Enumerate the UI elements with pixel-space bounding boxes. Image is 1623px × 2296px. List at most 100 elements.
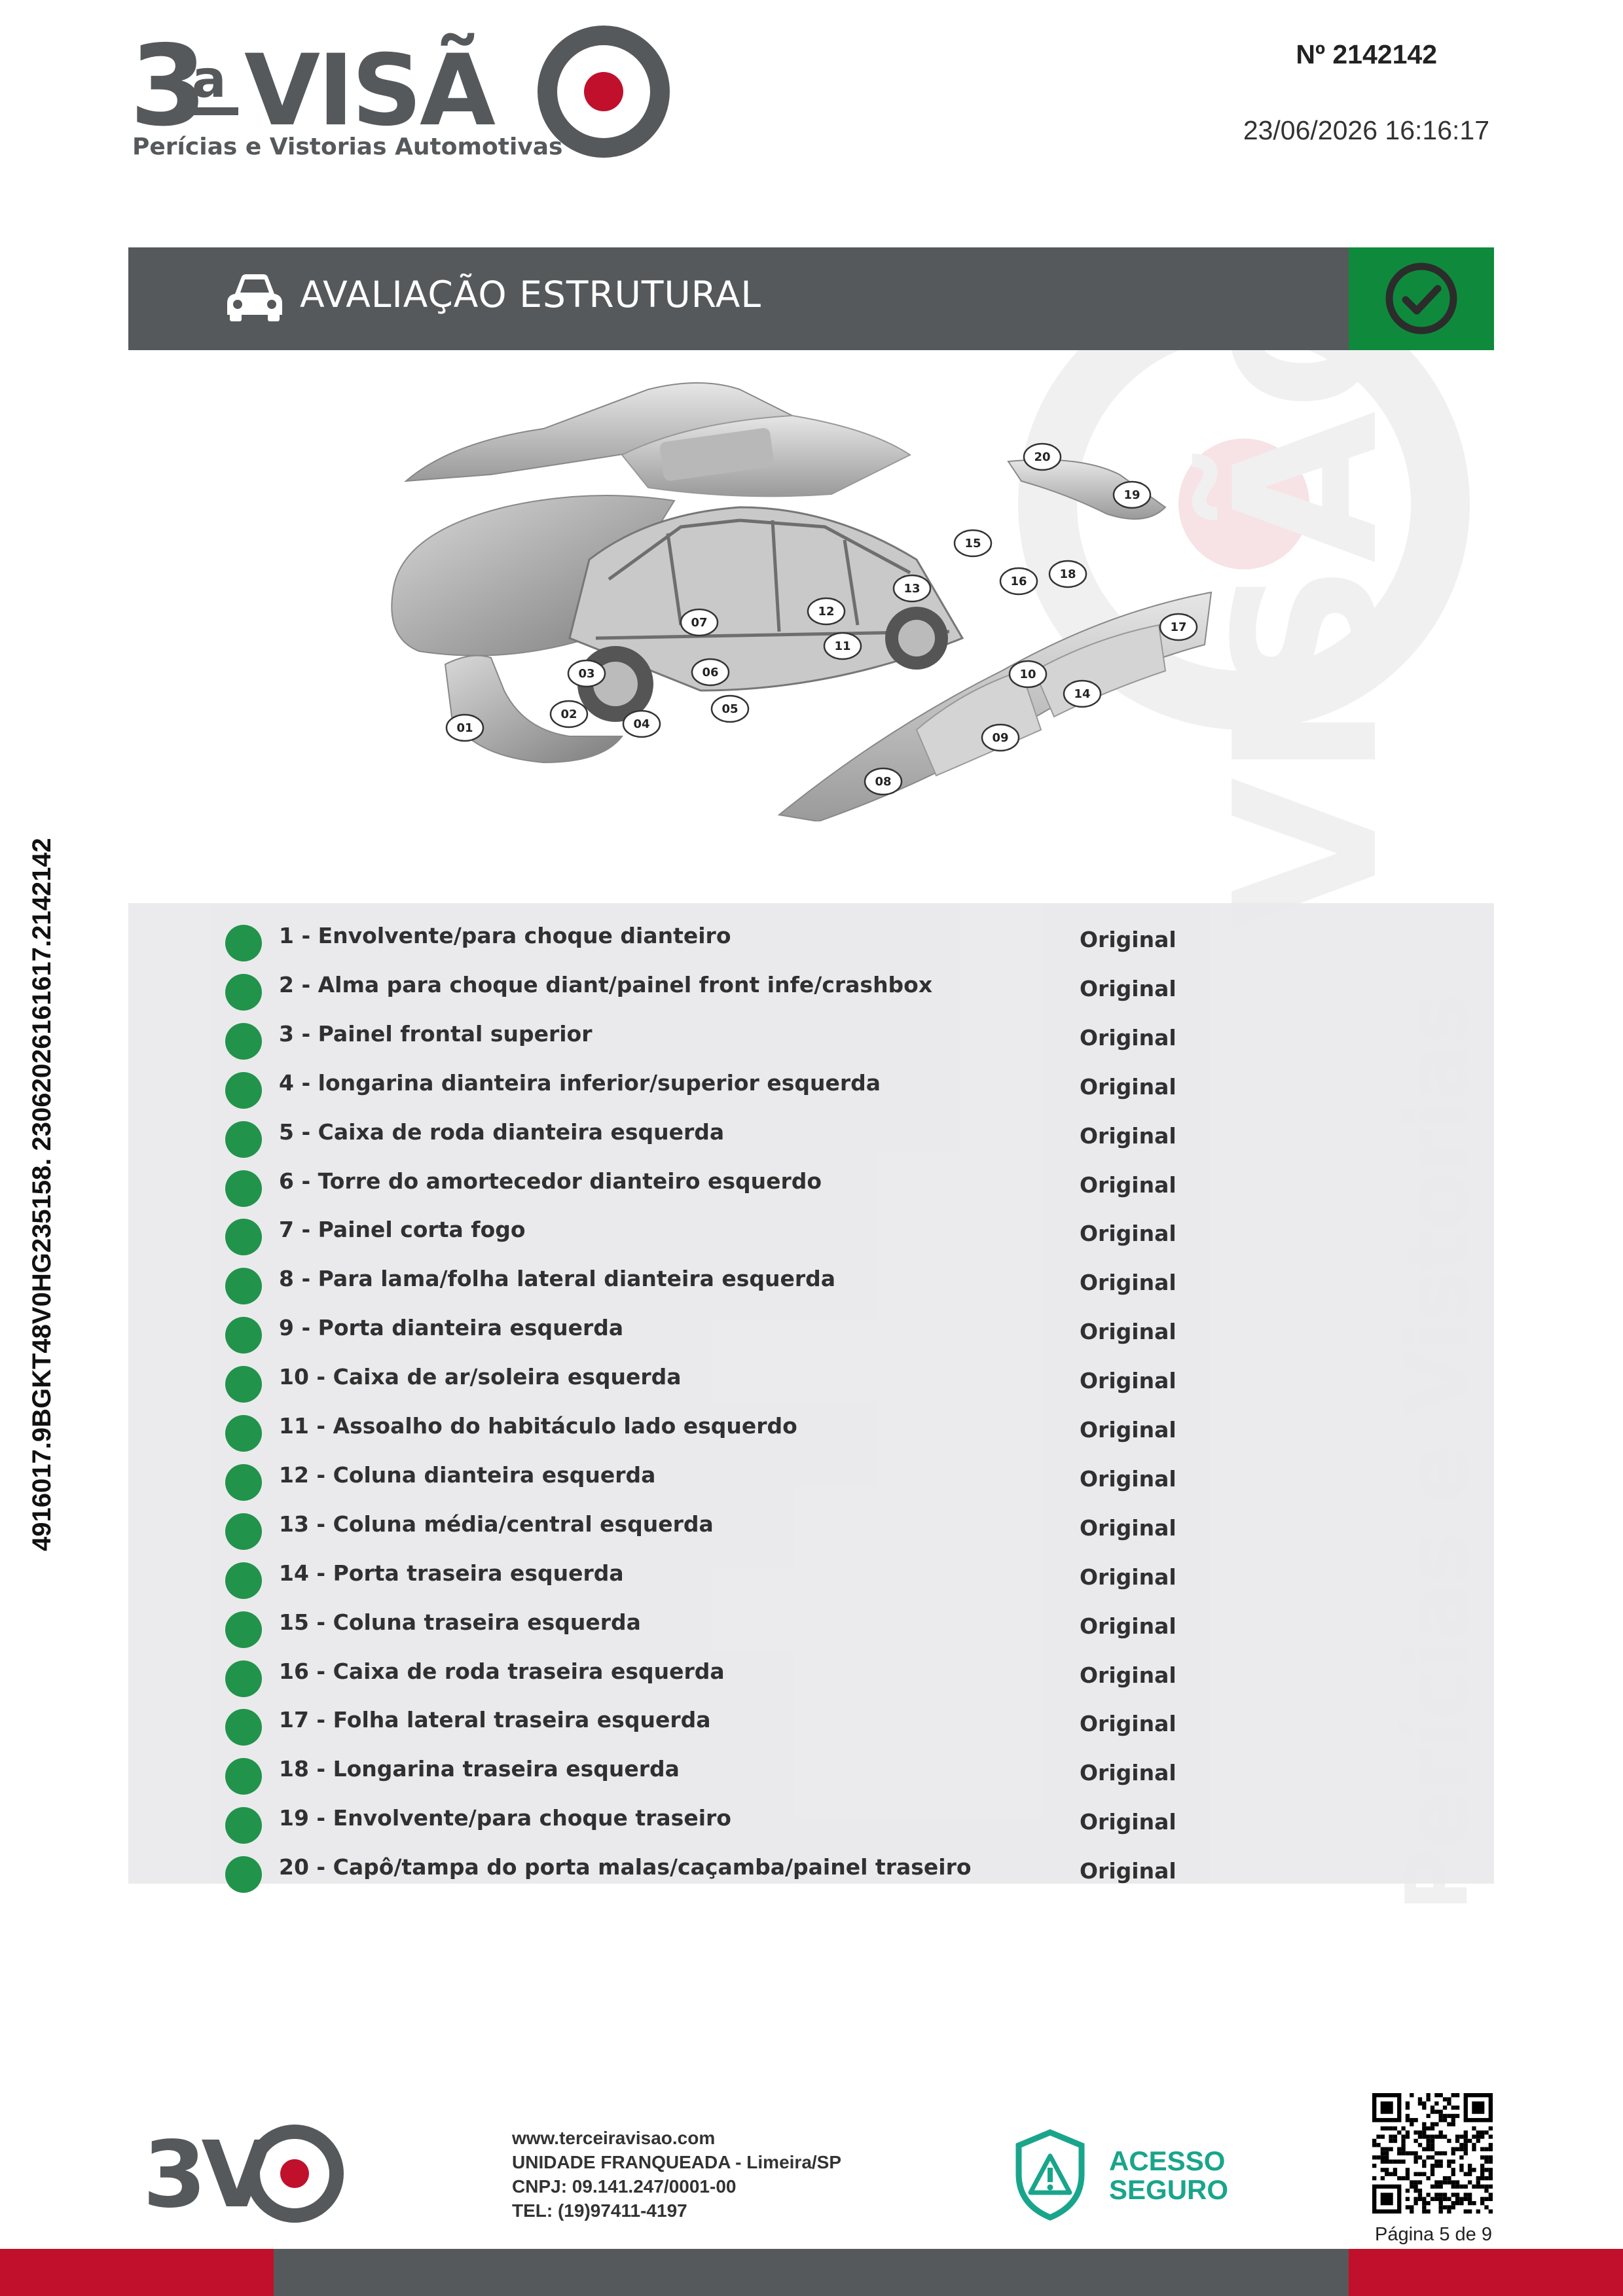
item-status: Original	[1080, 1809, 1176, 1835]
status-dot-icon	[225, 1660, 262, 1697]
side-verification-code: 4916017.9BGKT48V0HG235158. 2306202616161…	[27, 838, 56, 1551]
diagram-marker-label: 11	[834, 639, 850, 653]
diagram-marker-label: 12	[818, 605, 834, 619]
diagram-marker-label: 16	[1010, 575, 1027, 588]
diagram-marker-label: 20	[1034, 450, 1050, 464]
status-dot-icon	[225, 925, 262, 961]
status-dot-icon	[225, 1562, 262, 1599]
status-dot-icon	[225, 1513, 262, 1550]
status-dot-icon	[225, 1463, 262, 1501]
check-circle-icon	[1385, 262, 1457, 334]
status-dot-icon	[225, 1170, 262, 1207]
list-item: 19 - Envolvente/para choque traseiro Orig…	[128, 1799, 1494, 1848]
diagram-marker-label: 01	[456, 721, 473, 735]
diagram-marker: 12	[807, 597, 846, 626]
diagram-marker-label: 07	[691, 616, 707, 630]
website-link[interactable]: www.terceiravisao.com	[512, 2128, 716, 2148]
item-label: 1 - Envolvente/para choque dianteiro	[279, 923, 731, 948]
shield-warning-icon	[1015, 2129, 1085, 2221]
item-status: Original	[1080, 1564, 1176, 1590]
status-check-box	[1349, 247, 1494, 350]
item-label: 19 - Envolvente/para choque traseiro	[279, 1805, 731, 1831]
svg-text:3: 3	[130, 25, 203, 151]
diagram-marker-label: 19	[1123, 488, 1140, 502]
diagram-marker: 10	[1008, 660, 1048, 689]
diagram-marker: 07	[680, 608, 719, 637]
diagram-marker-label: 02	[560, 708, 577, 721]
svg-text:VISÃ: VISÃ	[244, 33, 496, 148]
item-label: 12 - Coluna dianteira esquerda	[279, 1462, 656, 1488]
diagram-marker-label: 14	[1074, 687, 1090, 701]
item-status: Original	[1080, 1760, 1176, 1786]
item-status: Original	[1080, 1662, 1176, 1688]
item-status: Original	[1080, 1024, 1176, 1050]
status-dot-icon	[225, 1317, 262, 1354]
diagram-marker-label: 06	[702, 666, 718, 679]
diagram-marker: 11	[823, 632, 862, 660]
status-dot-icon	[225, 1121, 262, 1158]
item-status: Original	[1080, 1417, 1176, 1443]
item-status: Original	[1080, 975, 1176, 1001]
bottom-bar-red-right	[1349, 2249, 1623, 2296]
item-label: 20 - Capô/tampa do porta malas/caçamba/p…	[279, 1854, 972, 1880]
car-structure-diagram: 01 02 03 04 05 06 07 08 09 10 11 12 13 14 15 16 17 18 19 20	[391, 382, 1213, 821]
item-status: Original	[1080, 1368, 1176, 1394]
diagram-marker: 01	[445, 713, 484, 742]
diagram-marker-label: 03	[578, 667, 594, 681]
item-status: Original	[1080, 1858, 1176, 1884]
diagram-marker: 17	[1159, 613, 1198, 641]
item-status: Original	[1080, 1613, 1176, 1639]
list-item: 7 - Painel corta fogo Original	[128, 1210, 1494, 1259]
item-label: 4 - longarina dianteira inferior/superio…	[279, 1069, 881, 1096]
qr-code[interactable]	[1372, 2093, 1493, 2214]
item-label: 13 - Coluna média/central esquerda	[279, 1511, 714, 1537]
phone-text: TEL: (19)97411-4197	[512, 2200, 687, 2221]
item-status: Original	[1080, 1221, 1176, 1247]
diagram-marker: 13	[892, 574, 932, 603]
status-dot-icon	[225, 1219, 262, 1256]
svg-text:a: a	[192, 50, 227, 109]
diagram-marker: 04	[622, 709, 661, 738]
status-dot-icon	[225, 1268, 262, 1305]
diagram-marker: 18	[1048, 560, 1087, 588]
footer-logo: 3V	[143, 2122, 344, 2229]
item-label: 8 - Para lama/folha lateral dianteira es…	[279, 1266, 836, 1292]
item-label: 7 - Painel corta fogo	[279, 1217, 526, 1243]
diagram-marker: 02	[549, 700, 589, 728]
document-datetime: 23/06/2026 16:16:17	[1243, 115, 1489, 145]
diagram-marker: 16	[999, 567, 1038, 596]
item-label: 2 - Alma para choque diant/painel front …	[279, 971, 933, 997]
list-item: 2 - Alma para choque diant/painel front …	[128, 965, 1494, 1014]
list-item: 6 - Torre do amortecedor dianteiro esque…	[128, 1162, 1494, 1211]
brand-tagline: Perícias e Vistorias Automotivas	[132, 134, 562, 160]
diagram-marker-label: 15	[964, 537, 981, 550]
status-dot-icon	[225, 1022, 262, 1060]
diagram-marker-label: 05	[721, 702, 738, 716]
svg-text:VISÃO: VISÃO	[1191, 340, 1421, 929]
diagram-marker-label: 13	[903, 582, 920, 596]
list-item: 8 - Para lama/folha lateral dianteira es…	[128, 1259, 1494, 1308]
footer-contact-info: www.terceiravisao.com UNIDADE FRANQUEADA…	[512, 2126, 841, 2223]
item-label: 17 - Folha lateral traseira esquerda	[279, 1707, 711, 1733]
diagram-marker-label: 09	[992, 731, 1008, 745]
diagram-marker: 08	[864, 767, 903, 796]
diagram-marker: 05	[710, 694, 750, 723]
section-title: AVALIAÇÃO ESTRUTURAL	[300, 274, 762, 315]
diagram-marker: 15	[953, 529, 993, 558]
item-status: Original	[1080, 1172, 1176, 1198]
item-label: 9 - Porta dianteira esquerda	[279, 1315, 624, 1341]
secure-access-label: ACESSO SEGURO	[1109, 2147, 1228, 2204]
status-dot-icon	[225, 1366, 262, 1403]
section-header-bar	[128, 247, 1349, 350]
